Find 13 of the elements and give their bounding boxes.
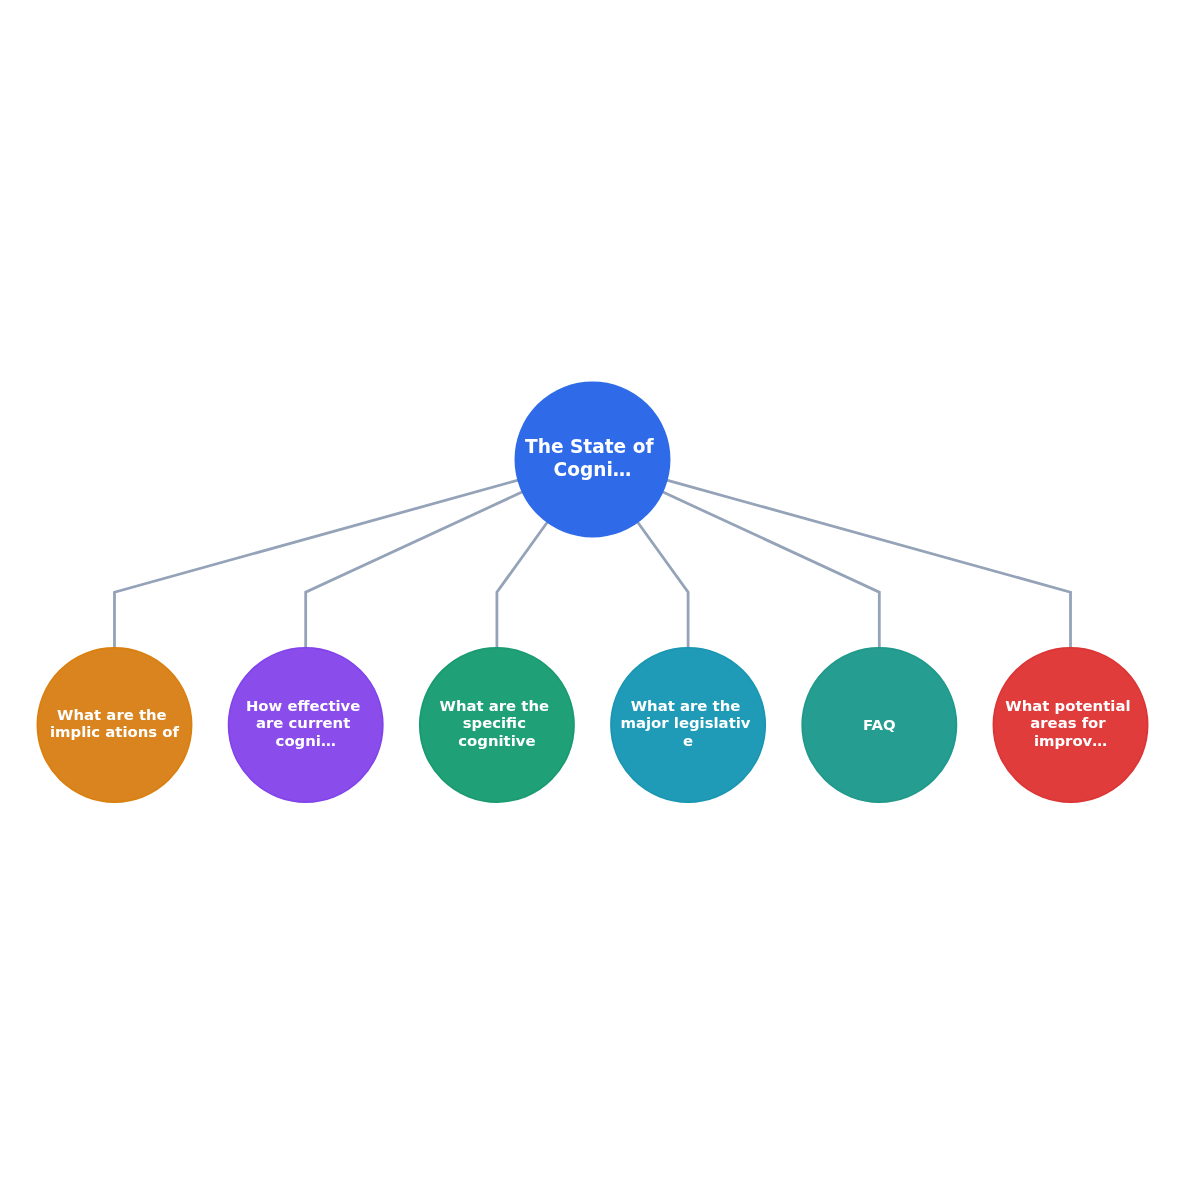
topic-circle: FAQ <box>801 647 958 804</box>
topic-circle: What are the specific cognitive <box>418 647 575 804</box>
connector-line <box>666 479 1072 649</box>
connector-line <box>113 479 519 649</box>
topic-circle: What are the implic ations of <box>36 647 193 804</box>
connector-line <box>661 490 881 649</box>
topic-circle: What potential areas for improv… <box>992 647 1149 804</box>
connector-line <box>495 521 549 649</box>
connector-line <box>304 490 524 649</box>
hub-circle: The State of Cogni… <box>514 381 671 538</box>
connector-line <box>636 521 690 649</box>
topic-circle: What are the major legislativ e <box>610 647 767 804</box>
topic-circle: How effective are current cogni… <box>227 647 384 804</box>
